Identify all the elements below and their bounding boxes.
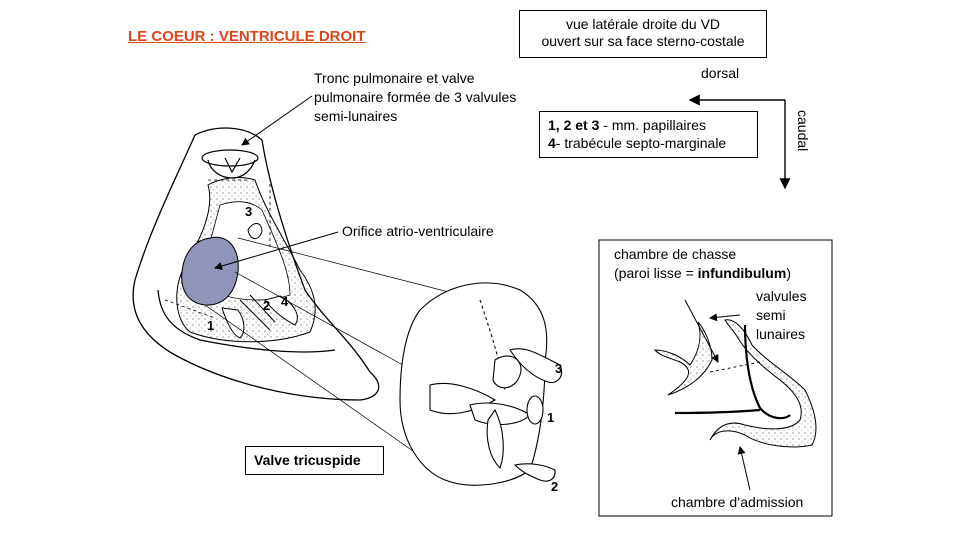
view-description-line2: ouvert sur sa face sterno-costale xyxy=(541,33,745,49)
papillary-number-3: 3 xyxy=(245,204,253,219)
tronc-label-line1: Tronc pulmonaire et valve xyxy=(314,70,475,86)
inset-chasse-line1: chambre de chasse xyxy=(614,246,737,262)
valve-tricuspide-label: Valve tricuspide xyxy=(254,452,361,468)
tricuspid-valve-drawing xyxy=(399,282,563,486)
inset-chasse-line2: (paroi lisse = infundibulum) xyxy=(614,265,791,282)
inset-valvules-line3: lunaires xyxy=(756,326,806,342)
papillary-number-2: 2 xyxy=(263,298,271,313)
pulmonary-trunk xyxy=(201,149,259,179)
projection-lines xyxy=(204,237,481,471)
inset-chasse-line2-post: ) xyxy=(786,265,791,281)
page-title: LE COEUR : VENTRICULE DROIT xyxy=(128,28,366,45)
dashed-guides xyxy=(164,178,271,319)
tronc-label-line3: semi-lunaires xyxy=(314,108,398,124)
view-description-box: vue latérale droite du VD ouvert sur sa … xyxy=(519,10,767,58)
legend-line1-bold: 1, 2 et 3 xyxy=(548,117,600,133)
inset-frame xyxy=(598,239,833,517)
valve-tricuspide-box: Valve tricuspide xyxy=(245,446,384,475)
view-description-line1: vue latérale droite du VD xyxy=(565,16,721,32)
inset-admission-label: chambre d’admission xyxy=(671,494,804,510)
inset-chasse-line2-bold: infundibulum xyxy=(697,265,787,281)
orientation-arrow xyxy=(688,94,791,190)
legend-line2-text: - trabécule septo-marginale xyxy=(555,135,727,151)
orientation-dorsal-label: dorsal xyxy=(701,65,740,81)
orifice-label: Orifice atrio-ventriculaire xyxy=(342,223,494,239)
inset-chasse-line2-pre: (paroi lisse = xyxy=(614,265,698,281)
inset-valvules-line2: semi xyxy=(756,307,786,323)
legend-line2: 4- trabécule septo-marginale xyxy=(548,135,757,152)
valve-number-3: 3 xyxy=(555,361,563,376)
papillary-muscles-main xyxy=(221,223,298,339)
trabecule-number-4: 4 xyxy=(281,294,289,309)
papillary-number-1: 1 xyxy=(207,318,215,333)
legend-line2-bold: 4 xyxy=(548,135,556,151)
inset-lines xyxy=(674,299,791,491)
label-arrows xyxy=(214,95,339,270)
inset-valvules-line1: valvules xyxy=(756,288,807,304)
tronc-label-line2: pulmonaire formée de 3 valvules xyxy=(314,89,517,105)
valve-number-2: 2 xyxy=(551,479,559,494)
legend-box: 1, 2 et 3 - mm. papillaires 4- trabécule… xyxy=(539,111,758,158)
legend-line1-text: - mm. papillaires xyxy=(599,117,706,133)
valve-number-1: 1 xyxy=(547,410,555,425)
legend-line1: 1, 2 et 3 - mm. papillaires xyxy=(548,117,757,134)
atrioventricular-orifice xyxy=(181,236,239,306)
